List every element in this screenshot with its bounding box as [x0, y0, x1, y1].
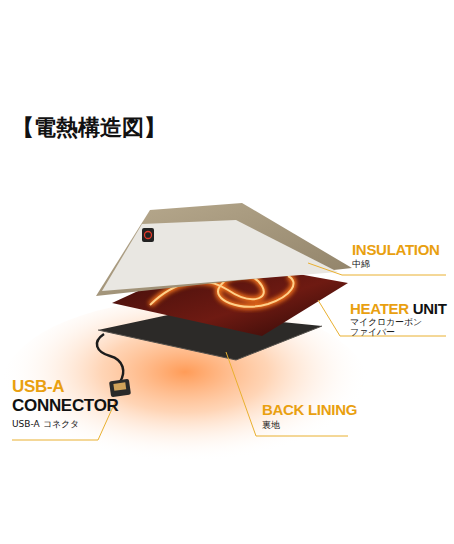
part-name-ja: 中綿 — [352, 260, 370, 270]
part-name: CONNECTOR — [12, 397, 119, 416]
leader-lines — [12, 263, 446, 440]
diagram-title: 【電熱構造図】 — [12, 116, 166, 140]
part-name: USB-A — [12, 378, 64, 397]
part-name-ja: 裏地 — [262, 421, 280, 431]
usb-cable — [97, 334, 131, 397]
part-name: UNIT — [413, 301, 447, 318]
part-name-ja: マイクロカーボン ファイバー — [350, 318, 434, 338]
insulation-sheet — [96, 203, 352, 296]
part-name-ja: USB-A コネクタ — [12, 420, 79, 430]
part-name: HEATER — [350, 301, 409, 318]
part-name: INSULATION — [352, 242, 440, 259]
heat-glow — [0, 300, 370, 480]
part-name: BACK LINING — [262, 402, 357, 419]
